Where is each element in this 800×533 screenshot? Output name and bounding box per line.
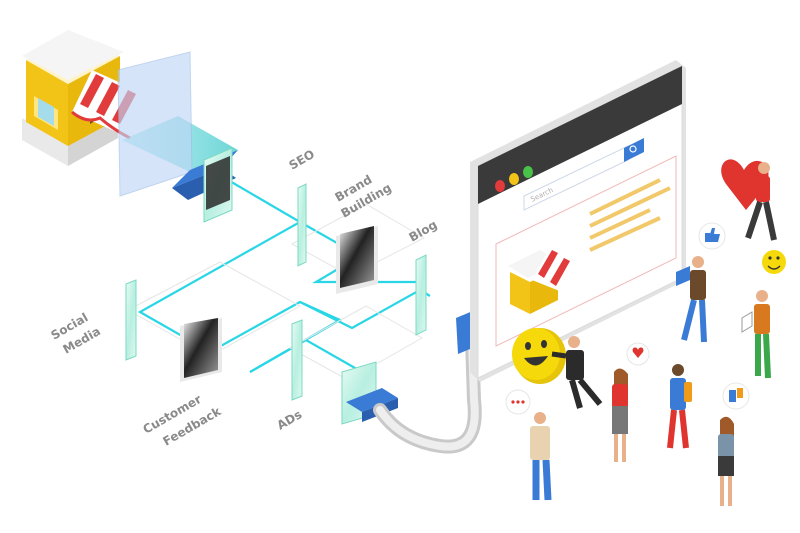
close-dot-icon bbox=[495, 180, 505, 192]
person-woman-right bbox=[718, 416, 734, 506]
platform-outlines bbox=[126, 203, 426, 381]
person-with-laptop bbox=[676, 256, 707, 343]
person-woman-phone bbox=[612, 368, 628, 462]
browser-store-icon bbox=[508, 244, 580, 314]
person-pushing-smiley bbox=[551, 336, 603, 409]
cable bbox=[373, 308, 482, 454]
thumbs-up-icon bbox=[698, 222, 726, 250]
heart-icon bbox=[721, 159, 769, 210]
person-with-tablet bbox=[741, 290, 771, 379]
brand-building-node bbox=[336, 226, 378, 294]
seo-node bbox=[203, 147, 307, 267]
label-blog: Blog bbox=[407, 217, 440, 244]
big-smiley-icon bbox=[512, 328, 566, 384]
minimize-dot-icon bbox=[509, 173, 519, 185]
blog-node bbox=[415, 254, 427, 336]
smiley-icon bbox=[762, 250, 786, 274]
like-badge-icon bbox=[722, 382, 750, 410]
social-media-node bbox=[125, 279, 137, 361]
chat-bubble-icon bbox=[505, 389, 531, 415]
person-with-heart bbox=[745, 162, 777, 241]
browser-window: Search bbox=[470, 60, 686, 382]
customer-feedback-node bbox=[180, 318, 222, 382]
small-heart-icon bbox=[626, 342, 650, 366]
ads-node bbox=[291, 319, 398, 425]
window-controls bbox=[495, 166, 533, 192]
maximize-dot-icon bbox=[523, 166, 533, 178]
content-text-lines bbox=[589, 178, 671, 252]
person-bearded bbox=[530, 412, 552, 501]
label-ads: ADs bbox=[275, 407, 305, 432]
label-seo: SEO bbox=[287, 147, 317, 173]
search-icon[interactable] bbox=[624, 138, 644, 162]
person-with-backpack bbox=[667, 364, 692, 449]
